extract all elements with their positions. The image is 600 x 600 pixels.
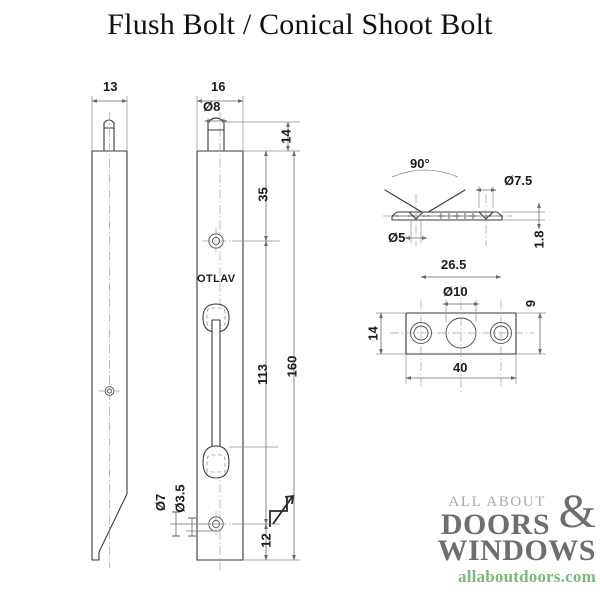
dim-label-plate-depth: 9 — [523, 299, 539, 308]
dim-label-plate-center-hole: Ø10 — [443, 284, 468, 299]
dim-label-plate-hole-spacing: 26.5 — [441, 257, 467, 272]
dim-label-cone-top-diameter: Ø7.5 — [504, 173, 533, 188]
dim-label-side-width: 13 — [103, 79, 118, 94]
dim-label-plate-height: 14 — [365, 326, 381, 341]
logo-line-all-about: ALL ABOUT — [448, 494, 546, 510]
logo-ampersand: & — [558, 485, 596, 538]
dim-label-upper-segment: 35 — [255, 187, 271, 202]
dim-label-cone-bottom-diameter: Ø5 — [388, 230, 406, 245]
dim-label-front-width: 16 — [211, 79, 226, 94]
dim-label-screw-head-diameter: Ø7 — [153, 493, 169, 512]
dim-label-screw-hole-diameter: Ø3.5 — [172, 484, 188, 513]
dim-label-plate-length: 40 — [453, 360, 468, 375]
dim-label-pin-diameter: Ø8 — [203, 99, 221, 114]
dim-label-pin-length: 14 — [278, 129, 294, 144]
front-view-geometry — [196, 112, 244, 572]
logo-website-url: allaboutdoors.com — [458, 567, 596, 586]
brand-mark-otlav: OTLAV — [197, 273, 236, 285]
page-title: Flush Bolt / Conical Shoot Bolt — [107, 8, 493, 41]
conical-strike-section — [383, 169, 545, 246]
dim-screw-hole — [170, 511, 224, 537]
dim-vertical-chain — [224, 121, 300, 561]
dim-label-overall-length: 160 — [284, 355, 300, 378]
dim-label-lower-segment: 12 — [258, 533, 274, 548]
logo-line-windows: WINDOWS — [437, 534, 596, 567]
dim-label-plate-thickness: 1.8 — [531, 230, 547, 249]
strike-plate-geometry — [376, 275, 546, 392]
dim-label-slot-length: 113 — [254, 364, 270, 385]
dim-label-cone-angle: 90° — [410, 156, 430, 171]
surface-finish-symbol — [269, 494, 295, 527]
logo-line-doors: DOORS — [440, 508, 550, 541]
side-view-geometry — [91, 112, 128, 568]
dim-side-width — [91, 96, 128, 151]
dim-front-width — [196, 96, 244, 151]
dim-pin-diameter — [204, 118, 228, 123]
company-logo: ALL ABOUT & DOORS WINDOWS allaboutdoors.… — [372, 488, 598, 596]
